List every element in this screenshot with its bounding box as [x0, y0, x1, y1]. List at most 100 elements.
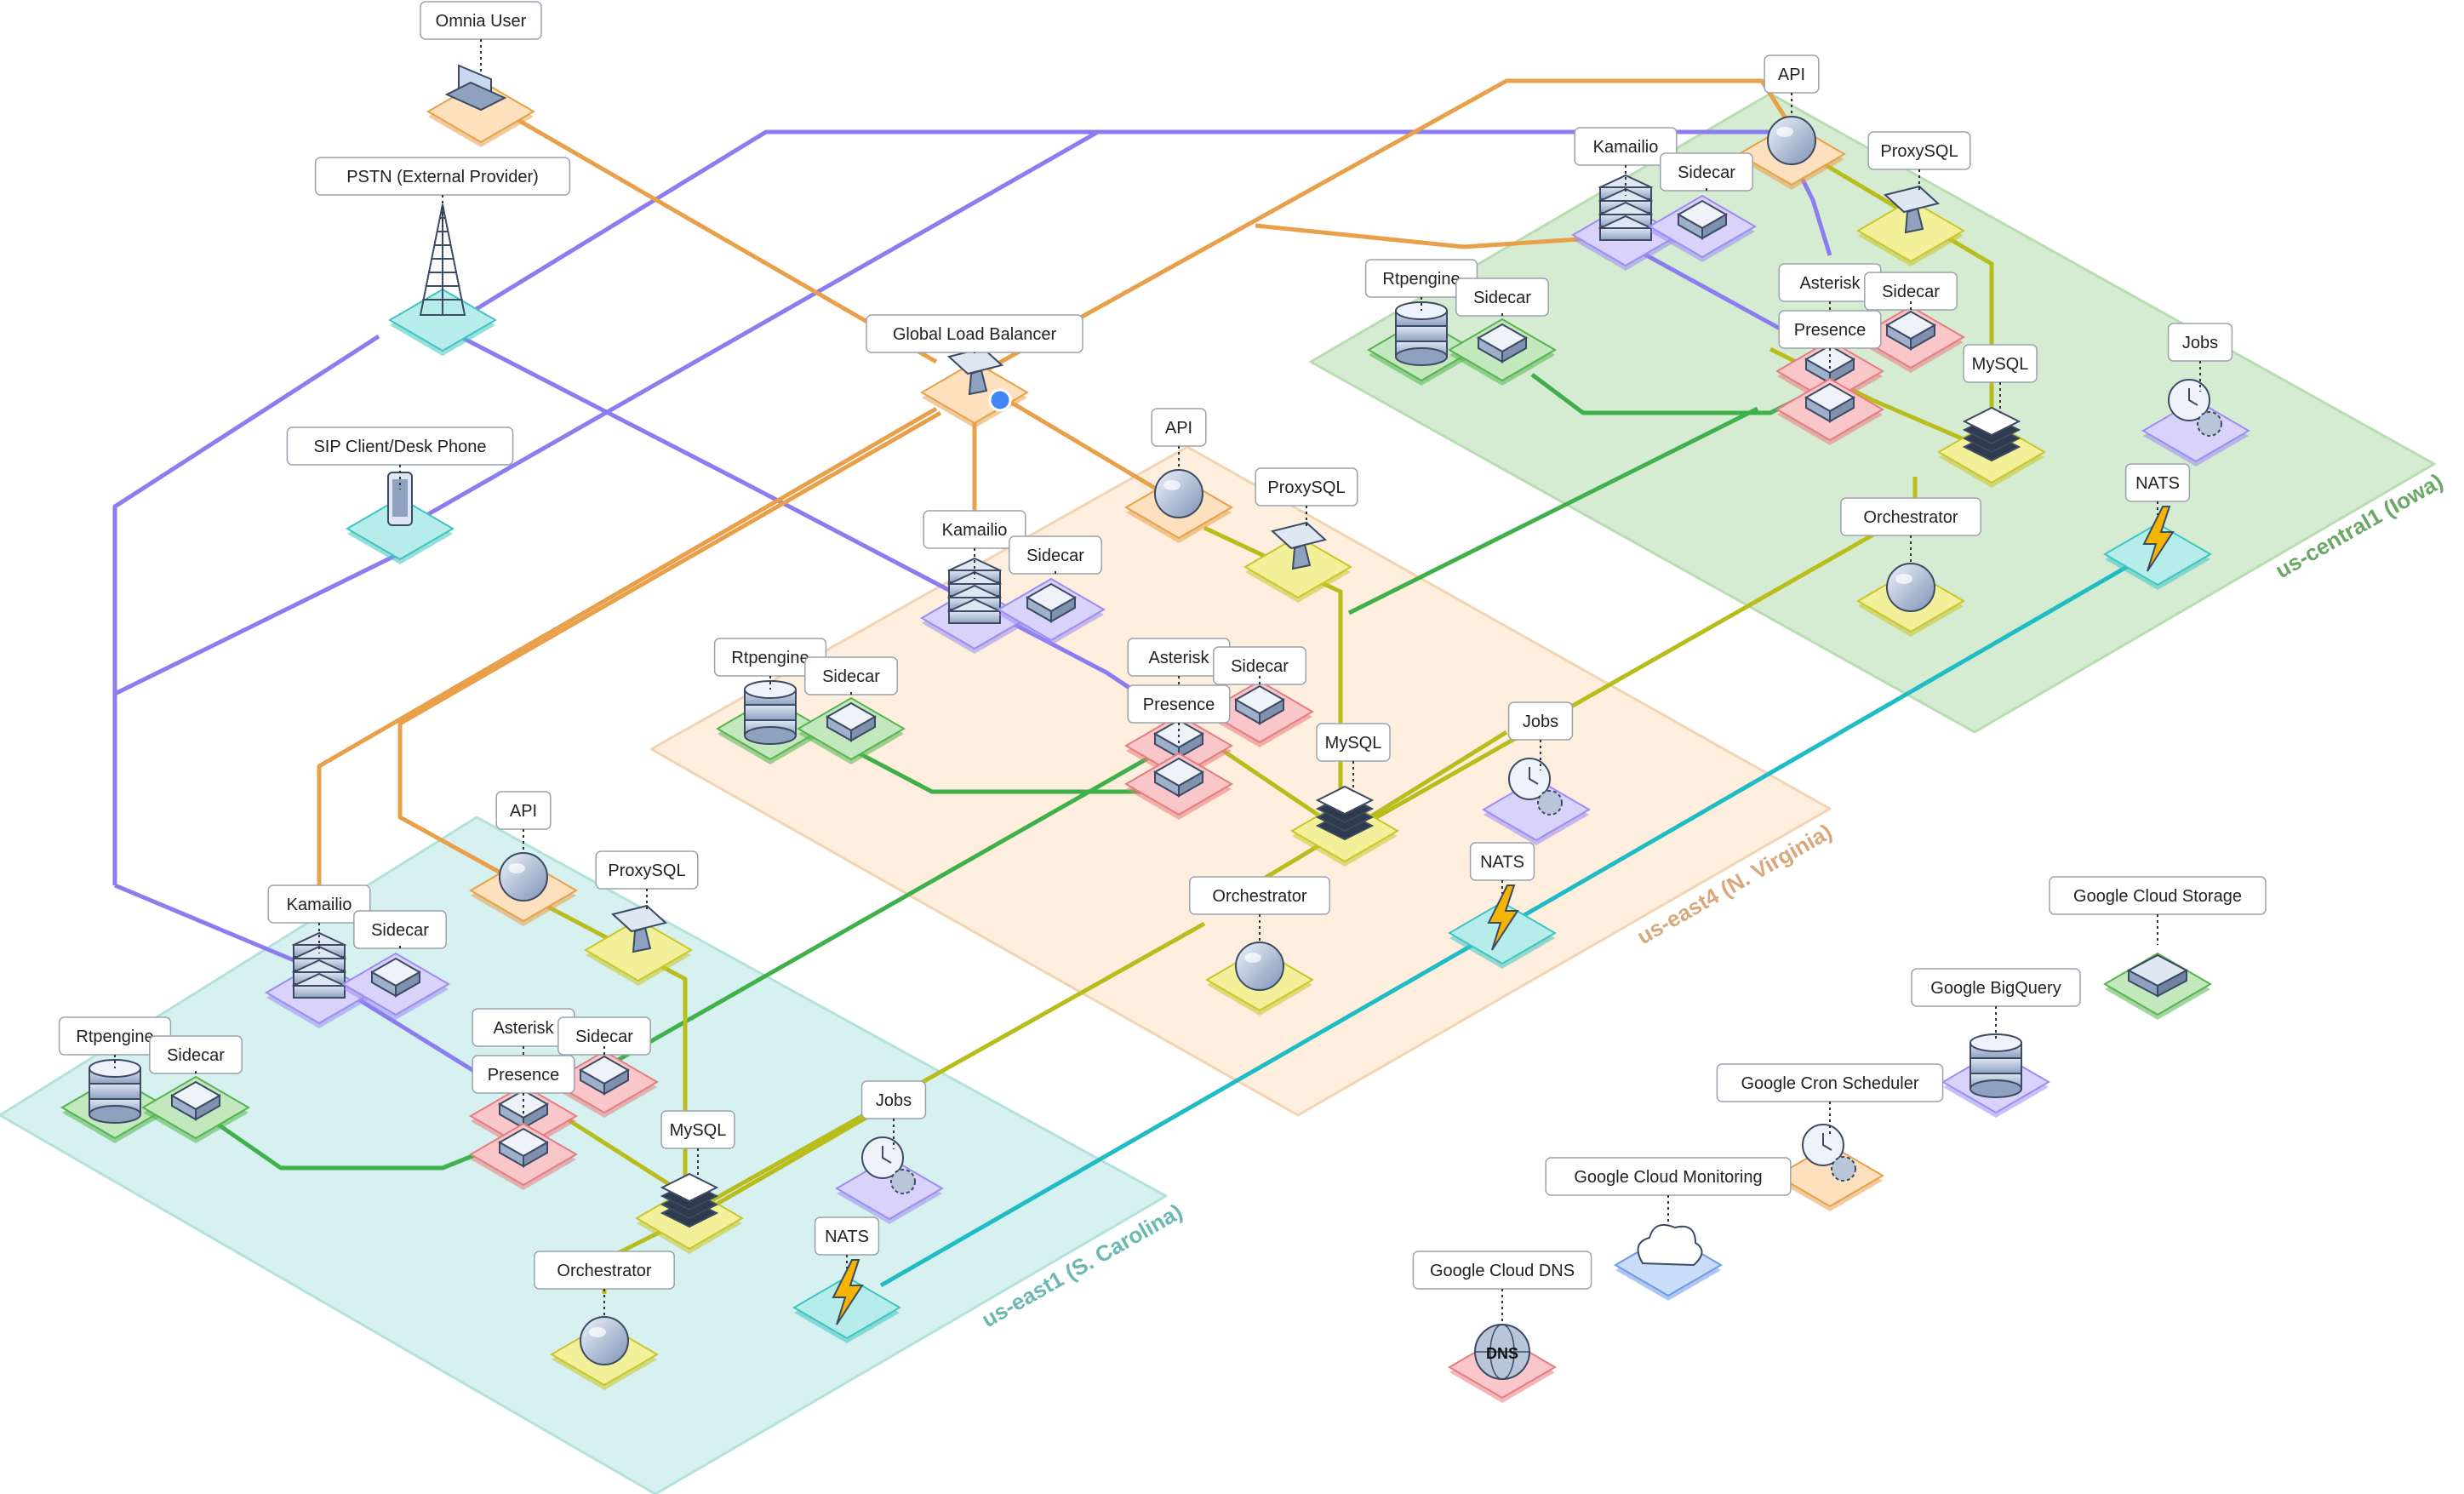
node-label: Presence	[1794, 321, 1867, 340]
node-label: MySQL	[1325, 734, 1382, 753]
monitoring-node[interactable]: Google Cloud Monitoring	[1545, 1157, 1792, 1301]
node-label: PSTN (External Provider)	[346, 168, 539, 186]
east4-api-node[interactable]: API	[1124, 408, 1233, 543]
node-label: ProxySQL	[1267, 478, 1345, 497]
node-label: ProxySQL	[1880, 142, 1958, 161]
east4-rtpengine-node[interactable]: Rtpengine	[713, 638, 827, 764]
node-label: API	[510, 802, 537, 821]
node-label: Presence	[488, 1066, 560, 1085]
node-label: Omnia User	[436, 12, 527, 31]
central-rtpengine-node[interactable]: Rtpengine	[1364, 259, 1478, 386]
east4-jobs-node[interactable]: Jobs	[1482, 701, 1591, 845]
central-orchestrator-node[interactable]: Orchestrator	[1840, 497, 1981, 637]
node-label: Sidecar	[1026, 547, 1084, 565]
node-label: Asterisk	[1799, 274, 1861, 293]
dns-glyph: DNS	[1486, 1345, 1518, 1362]
east4-asterisk-node[interactable]: Asterisk	[1124, 638, 1233, 781]
central-asterisk-node[interactable]: Asterisk	[1775, 263, 1884, 407]
node-label: Google Cloud DNS	[1430, 1262, 1575, 1280]
node-label: Sidecar	[1473, 289, 1531, 307]
dns-node[interactable]: Google Cloud DNS DNS	[1412, 1251, 1592, 1403]
east4-kamailio-sidecar-node[interactable]: Sidecar	[997, 535, 1106, 645]
node-label: Kamailio	[287, 896, 352, 914]
gcp-badge-icon	[988, 388, 1012, 412]
east1-proxysql-node[interactable]: ProxySQL	[584, 850, 699, 986]
bigquery-node[interactable]: Google BigQuery	[1911, 968, 2081, 1118]
east4-presence-node[interactable]: Presence	[1124, 684, 1233, 820]
node-label: NATS	[825, 1228, 869, 1246]
global-load-balancer-node[interactable]: Global Load Balancer	[866, 314, 1083, 428]
central-asterisk-sidecar-node[interactable]: Sidecar	[1856, 272, 1965, 373]
node-label: Orchestrator	[1863, 508, 1958, 527]
node-label: Sidecar	[371, 921, 429, 940]
east1-asterisk-sidecar-node[interactable]: Sidecar	[550, 1016, 659, 1118]
node-label: MySQL	[1972, 355, 2029, 374]
east4-nats-node[interactable]: NATS	[1448, 842, 1557, 969]
east1-jobs-node[interactable]: Jobs	[835, 1080, 944, 1224]
node-label: Google Cloud Monitoring	[1574, 1168, 1762, 1187]
node-label: Kamailio	[1593, 138, 1659, 157]
node-label: Global Load Balancer	[893, 325, 1057, 344]
east1-rtpengine-sidecar-node[interactable]: Sidecar	[141, 1035, 250, 1143]
east4-asterisk-sidecar-node[interactable]: Sidecar	[1205, 646, 1314, 747]
node-label: API	[1165, 419, 1192, 438]
node-label: NATS	[2135, 474, 2180, 493]
node-label: API	[1778, 66, 1805, 84]
east1-orchestrator-node[interactable]: Orchestrator	[534, 1251, 675, 1390]
node-label: ProxySQL	[608, 861, 685, 880]
central-jobs-node[interactable]: Jobs	[2141, 323, 2250, 467]
node-label: Jobs	[876, 1091, 912, 1110]
node-label: Asterisk	[493, 1019, 554, 1038]
node-label: Google BigQuery	[1930, 979, 2061, 998]
node-label: SIP Client/Desk Phone	[313, 438, 486, 456]
node-label: Google Cron Scheduler	[1741, 1074, 1918, 1093]
central-presence-node[interactable]: Presence	[1775, 310, 1884, 445]
central-rtpengine-sidecar-node[interactable]: Sidecar	[1448, 278, 1557, 386]
cron-node[interactable]: Google Cron Scheduler	[1716, 1063, 1944, 1211]
pstn-node[interactable]: PSTN (External Provider)	[314, 157, 571, 356]
central-mysql-node[interactable]: MySQL	[1937, 344, 2046, 488]
east1-mysql-node[interactable]: MySQL	[635, 1110, 744, 1254]
omnia-user-node[interactable]: Omnia User	[420, 1, 542, 147]
node-label: Sidecar	[822, 667, 880, 686]
east4-proxysql-node[interactable]: ProxySQL	[1243, 467, 1358, 603]
east1-presence-node[interactable]: Presence	[469, 1055, 578, 1190]
node-label: Orchestrator	[557, 1262, 651, 1280]
node-label: Orchestrator	[1212, 887, 1306, 906]
central-proxysql-node[interactable]: ProxySQL	[1856, 131, 1971, 266]
east4-kamailio-node[interactable]: Kamailio	[920, 510, 1029, 654]
node-label: Sidecar	[1882, 283, 1940, 301]
east1-kamailio-sidecar-node[interactable]: Sidecar	[341, 910, 450, 1020]
east1-asterisk-node[interactable]: Asterisk	[469, 1008, 578, 1152]
east1-rtpengine-node[interactable]: Rtpengine	[58, 1016, 172, 1143]
node-label: Google Cloud Storage	[2073, 887, 2242, 906]
node-label: Sidecar	[167, 1046, 225, 1065]
central-nats-node[interactable]: NATS	[2103, 463, 2212, 590]
east4-orchestrator-node[interactable]: Orchestrator	[1189, 876, 1330, 1016]
central-kamailio-sidecar-node[interactable]: Sidecar	[1648, 152, 1757, 262]
node-label: MySQL	[670, 1121, 727, 1140]
east1-nats-node[interactable]: NATS	[792, 1216, 901, 1343]
node-label: Rtpengine	[1382, 270, 1460, 289]
east4-mysql-node[interactable]: MySQL	[1290, 723, 1399, 867]
sip-client-node[interactable]: SIP Client/Desk Phone	[286, 426, 514, 564]
east1-api-node[interactable]: API	[469, 791, 578, 926]
central-api-node[interactable]: API	[1737, 54, 1846, 190]
node-label: Sidecar	[575, 1027, 633, 1046]
node-label: Presence	[1143, 695, 1215, 714]
lb-links	[317, 78, 1794, 911]
gcs-node[interactable]: Google Cloud Storage	[2049, 876, 2267, 1020]
node-label: Jobs	[2182, 334, 2218, 352]
node-label: Sidecar	[1678, 163, 1735, 182]
node-label: Rtpengine	[731, 649, 809, 667]
node-label: Kamailio	[942, 521, 1008, 540]
node-label: Rtpengine	[76, 1027, 153, 1046]
east4-rtpengine-sidecar-node[interactable]: Sidecar	[797, 656, 906, 764]
node-label: Asterisk	[1148, 649, 1209, 667]
node-label: Sidecar	[1231, 657, 1289, 676]
node-label: Jobs	[1523, 713, 1558, 731]
node-label: NATS	[1480, 853, 1524, 872]
